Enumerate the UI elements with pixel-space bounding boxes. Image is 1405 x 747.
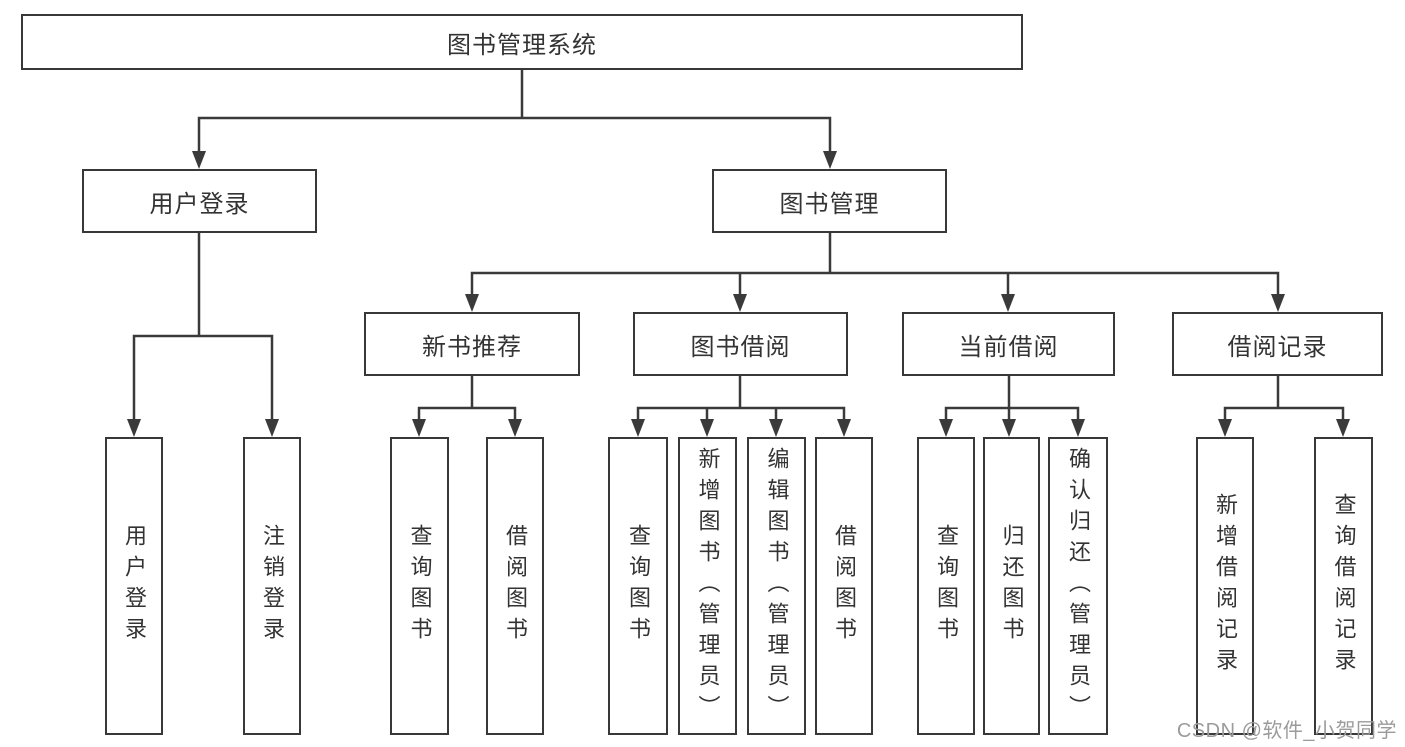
leaf-current-query: 查询图书 — [917, 437, 975, 735]
leaf-borrow-query: 查询图书 — [608, 437, 668, 735]
leaf-logout-label: 注销登录 — [260, 524, 285, 648]
leaf-borrow-edit-admin-label: 编辑图书（管理员） — [764, 446, 790, 726]
leaf-current-confirm-admin: 确认归还（管理员） — [1048, 437, 1108, 735]
watermark-text: CSDN @软件_小贺同学 — [1176, 720, 1397, 742]
leaf-record-add: 新增借阅记录 — [1196, 437, 1254, 735]
leaf-borrow-add-admin: 新增图书（管理员） — [678, 437, 737, 735]
connector-curborrow-to-leaves — [944, 376, 1080, 426]
node-current-borrow: 当前借阅 — [902, 312, 1115, 376]
node-new-book-recommend-label: 新书推荐 — [422, 333, 522, 361]
leaf-newbook-query-label: 查询图书 — [407, 524, 433, 648]
connector-borrowrecord-to-leaves — [1223, 376, 1345, 426]
node-book-borrow: 图书借阅 — [633, 312, 848, 376]
node-user-login: 用户登录 — [82, 169, 317, 233]
leaf-newbook-borrow: 借阅图书 — [486, 437, 544, 735]
leaf-borrow-query-label: 查询图书 — [626, 524, 651, 648]
leaf-user-login: 用户登录 — [105, 437, 163, 735]
node-user-login-label: 用户登录 — [149, 190, 250, 218]
leaf-record-add-label: 新增借阅记录 — [1213, 493, 1238, 679]
node-book-borrow-label: 图书借阅 — [690, 333, 791, 361]
node-current-borrow-label: 当前借阅 — [958, 333, 1059, 361]
leaf-borrow-borrow: 借阅图书 — [815, 437, 873, 735]
connector-userlogin-to-leaves — [132, 233, 274, 426]
leaf-record-query: 查询借阅记录 — [1314, 437, 1373, 735]
leaf-borrow-edit-admin: 编辑图书（管理员） — [747, 437, 806, 735]
connector-bookborrow-to-leaves — [636, 376, 846, 426]
node-book-management: 图书管理 — [712, 169, 947, 233]
leaf-current-return: 归还图书 — [983, 437, 1040, 735]
connector-root-to-level2 — [197, 70, 832, 158]
arrowheads — [127, 151, 1350, 437]
node-borrow-records-label: 借阅记录 — [1227, 333, 1328, 361]
node-new-book-recommend: 新书推荐 — [364, 312, 580, 376]
leaf-current-return-label: 归还图书 — [999, 524, 1025, 648]
leaf-borrow-add-admin-label: 新增图书（管理员） — [695, 446, 721, 726]
leaf-newbook-borrow-label: 借阅图书 — [503, 524, 528, 648]
leaf-current-query-label: 查询图书 — [934, 524, 959, 648]
leaf-user-login-label: 用户登录 — [122, 524, 147, 648]
leaf-borrow-borrow-label: 借阅图书 — [832, 524, 857, 648]
connector-bookmgmt-to-level3 — [470, 233, 1280, 301]
node-book-management-label: 图书管理 — [779, 190, 880, 218]
leaf-current-confirm-admin-label: 确认归还（管理员） — [1066, 446, 1091, 726]
node-root: 图书管理系统 — [21, 14, 1023, 70]
leaf-logout: 注销登录 — [243, 437, 301, 735]
node-borrow-records: 借阅记录 — [1172, 312, 1383, 376]
leaf-newbook-query: 查询图书 — [390, 437, 449, 735]
connector-newbook-to-leaves — [417, 376, 517, 426]
leaf-record-query-label: 查询借阅记录 — [1331, 493, 1357, 679]
node-root-label: 图书管理系统 — [447, 31, 597, 59]
